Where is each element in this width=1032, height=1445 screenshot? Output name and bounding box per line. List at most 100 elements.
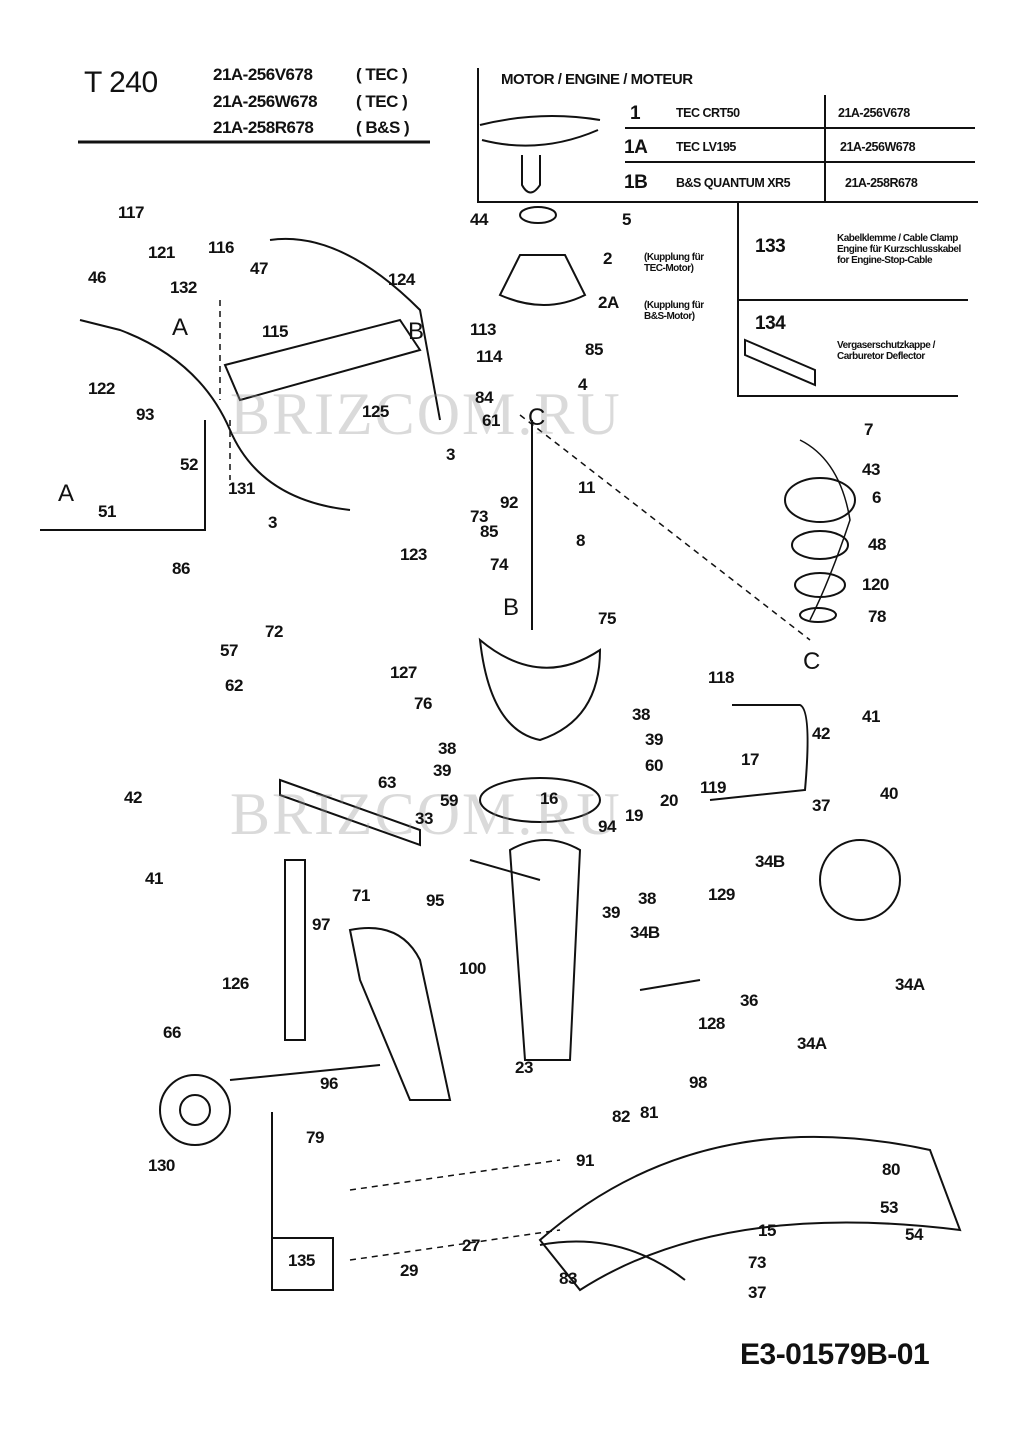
callout-c: C	[528, 404, 545, 431]
callout-a: A	[58, 480, 74, 507]
callout-128: 128	[698, 1014, 725, 1033]
callout-34a: 34A	[797, 1034, 827, 1053]
callout-34a: 34A	[895, 975, 925, 994]
extra-text: Kabelklemme / Cable Clamp Engine für Kur…	[837, 233, 961, 266]
callout-120: 120	[862, 575, 889, 594]
callout-126: 126	[222, 974, 249, 993]
engine-name: TEC CRT50	[676, 106, 740, 120]
callout-15: 15	[758, 1221, 776, 1240]
callout-96: 96	[320, 1074, 338, 1093]
callout-71: 71	[352, 886, 370, 905]
callout-41: 41	[145, 869, 163, 888]
variant-engine: ( TEC )	[356, 92, 408, 111]
callout-92: 92	[500, 493, 518, 512]
callout-b: B	[408, 318, 424, 345]
watermark: BRIZCOM.RU	[230, 781, 622, 847]
callout-51: 51	[98, 502, 116, 521]
callout-42: 42	[124, 788, 142, 807]
callout-39: 39	[645, 730, 663, 749]
engine-ref: 1A	[624, 137, 648, 158]
callout-124: 124	[388, 270, 415, 289]
callout-29: 29	[400, 1261, 418, 1280]
variant-code: 21A-256W678	[213, 92, 318, 111]
callout-3: 3	[446, 445, 455, 464]
callout-57: 57	[220, 641, 238, 660]
callout-37: 37	[812, 796, 830, 815]
callout-5: 5	[622, 210, 631, 229]
callout-34b: 34B	[755, 852, 785, 871]
callout-19: 19	[625, 806, 643, 825]
callout-115: 115	[262, 322, 288, 341]
callout-81: 81	[640, 1103, 658, 1122]
callout-36: 36	[740, 991, 758, 1010]
callout-130: 130	[148, 1156, 175, 1175]
callout-123: 123	[400, 545, 427, 564]
callout-39: 39	[433, 761, 451, 780]
callout-4: 4	[578, 375, 587, 394]
callout-75: 75	[598, 609, 616, 628]
model-title: T 240	[84, 66, 158, 99]
variant-engine: ( B&S )	[356, 118, 410, 137]
callout-a: A	[172, 314, 188, 341]
callout-85: 85	[480, 522, 498, 541]
callout-86: 86	[172, 559, 190, 578]
callout-74: 74	[490, 555, 508, 574]
callout-54: 54	[905, 1225, 923, 1244]
callout-116: 116	[208, 238, 234, 257]
callout-52: 52	[180, 455, 198, 474]
callout-53: 53	[880, 1198, 898, 1217]
callout-91: 91	[576, 1151, 594, 1170]
callout-11: 11	[578, 478, 595, 497]
callout-c: C	[803, 648, 820, 675]
callout-16: 16	[540, 789, 558, 808]
variant-code: 21A-256V678	[213, 65, 313, 84]
callout-20: 20	[660, 791, 678, 810]
extra-text: Vergaserschutzkappe / Carburetor Deflect…	[837, 340, 935, 362]
callout-38: 38	[438, 739, 456, 758]
callout-34b: 34B	[630, 923, 660, 942]
callout-40: 40	[880, 784, 898, 803]
callout-132: 132	[170, 278, 197, 297]
callout-113: 113	[470, 320, 496, 339]
callout-39: 39	[602, 903, 620, 922]
callout-73: 73	[748, 1253, 766, 1272]
callout-127: 127	[390, 663, 417, 682]
callout-23: 23	[515, 1058, 533, 1077]
engine-name: B&S QUANTUM XR5	[676, 176, 791, 190]
watermark: BRIZCOM.RU	[230, 381, 622, 447]
callout-100: 100	[459, 959, 486, 978]
callout-83: 83	[559, 1269, 577, 1288]
callout-2a: 2A	[598, 293, 619, 312]
callout-2: 2	[603, 249, 612, 268]
callout-82: 82	[612, 1107, 630, 1126]
callout-41: 41	[862, 707, 880, 726]
callout-95: 95	[426, 891, 444, 910]
engine-ref: 1B	[624, 172, 648, 193]
callout-119: 119	[700, 778, 726, 797]
engine-name: TEC LV195	[676, 140, 736, 154]
extra-ref: 133	[755, 236, 786, 257]
callout-129: 129	[708, 885, 735, 904]
engine-code: 21A-256V678	[838, 106, 910, 120]
engine-code: 21A-258R678	[845, 176, 918, 190]
coupling-note: (Kupplung für B&S-Motor)	[644, 300, 704, 322]
callout-27: 27	[462, 1236, 480, 1255]
variant-engine: ( TEC )	[356, 65, 408, 84]
callout-38: 38	[638, 889, 656, 908]
engine-ref: 1	[630, 103, 641, 124]
callout-117: 117	[118, 203, 144, 222]
box-label: 135	[288, 1251, 315, 1270]
engine-table-title: MOTOR / ENGINE / MOTEUR	[501, 71, 693, 88]
callout-114: 114	[476, 347, 502, 366]
engine-code: 21A-256W678	[840, 140, 916, 154]
callout-59: 59	[440, 791, 458, 810]
callout-72: 72	[265, 622, 283, 641]
variant-code: 21A-258R678	[213, 118, 314, 137]
callout-37: 37	[748, 1283, 766, 1302]
callout-8: 8	[576, 531, 585, 550]
callout-94: 94	[598, 817, 616, 836]
callout-122: 122	[88, 379, 115, 398]
extra-ref: 134	[755, 313, 786, 334]
callout-118: 118	[708, 668, 734, 687]
